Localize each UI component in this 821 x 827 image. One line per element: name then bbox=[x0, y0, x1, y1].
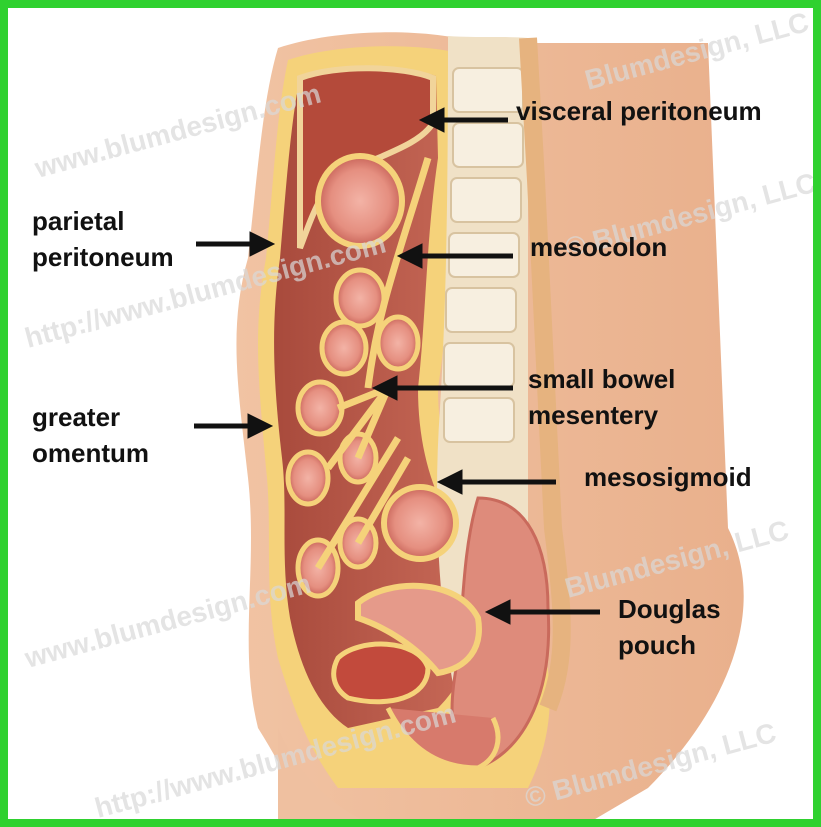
label-visceral-peritoneum: visceral peritoneum bbox=[516, 94, 762, 128]
label-douglas-line1: Douglas bbox=[618, 592, 721, 626]
label-small-bowel-line1: small bowel bbox=[528, 362, 675, 396]
label-douglas-line2: pouch bbox=[618, 628, 696, 662]
label-parietal-peritoneum-line2: peritoneum bbox=[32, 240, 174, 274]
label-greater-omentum-line1: greater bbox=[32, 400, 120, 434]
label-mesosigmoid: mesosigmoid bbox=[584, 460, 752, 494]
label-greater-omentum-line2: omentum bbox=[32, 436, 149, 470]
label-small-bowel-line2: mesentery bbox=[528, 398, 658, 432]
label-mesocolon: mesocolon bbox=[530, 230, 667, 264]
anatomy-illustration: Blumdesign, LLC www.blumdesign.com © Blu… bbox=[8, 8, 821, 827]
label-parietal-peritoneum-line1: parietal bbox=[32, 204, 125, 238]
